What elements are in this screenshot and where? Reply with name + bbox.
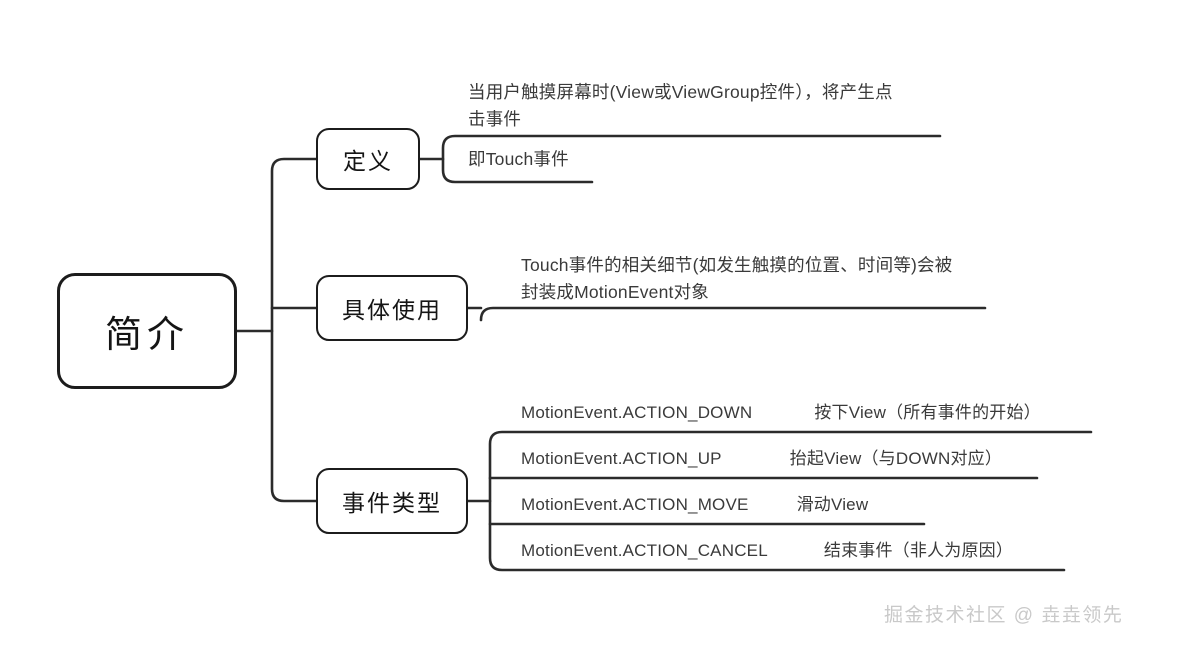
branch-node-event-types-label: 事件类型 — [342, 490, 442, 516]
leaf-event-type-1-key: MotionEvent.ACTION_DOWN — [521, 403, 753, 422]
usage-underline — [479, 306, 987, 322]
leaf-event-type-1-desc: 按下View（所有事件的开始） — [814, 403, 1041, 422]
leaf-event-type-3-key: MotionEvent.ACTION_MOVE — [521, 495, 749, 514]
root-spine — [270, 157, 318, 503]
branch-node-definition[interactable]: 定义 — [316, 128, 420, 190]
branch-node-event-types[interactable]: 事件类型 — [316, 468, 468, 534]
leaf-event-type-4: MotionEvent.ACTION_CANCEL 结束事件（非人为原因） — [521, 537, 1013, 564]
leaf-event-type-4-desc: 结束事件（非人为原因） — [823, 541, 1014, 560]
leaf-event-type-2-desc: 抬起View（与DOWN对应） — [789, 449, 1003, 468]
branch-node-usage-label: 具体使用 — [342, 297, 442, 323]
leaf-usage-1: Touch事件的相关细节(如发生触摸的位置、时间等)会被 封装成MotionEv… — [521, 255, 953, 302]
leaf-definition-1: 当用户触摸屏幕时(View或ViewGroup控件），将产生点 击事件 — [468, 82, 893, 129]
leaf-event-type-3-desc: 滑动View — [796, 495, 869, 514]
leaf-event-type-1: MotionEvent.ACTION_DOWN 按下View（所有事件的开始） — [521, 399, 1041, 426]
branch-node-definition-label: 定义 — [343, 148, 393, 174]
leaf-event-type-3: MotionEvent.ACTION_MOVE 滑动View — [521, 491, 868, 518]
leaf-definition-2: 即Touch事件 — [468, 149, 569, 169]
leaf-event-type-2: MotionEvent.ACTION_UP 抬起View（与DOWN对应） — [521, 445, 1002, 472]
leaf-event-type-4-key: MotionEvent.ACTION_CANCEL — [521, 541, 768, 560]
branch-node-usage[interactable]: 具体使用 — [316, 275, 468, 341]
root-node[interactable]: 简介 — [57, 273, 237, 389]
watermark: 掘金技术社区 @ 垚垚领先 — [884, 605, 1124, 626]
leaf-event-type-2-key: MotionEvent.ACTION_UP — [521, 449, 722, 468]
root-node-label: 简介 — [105, 314, 189, 355]
